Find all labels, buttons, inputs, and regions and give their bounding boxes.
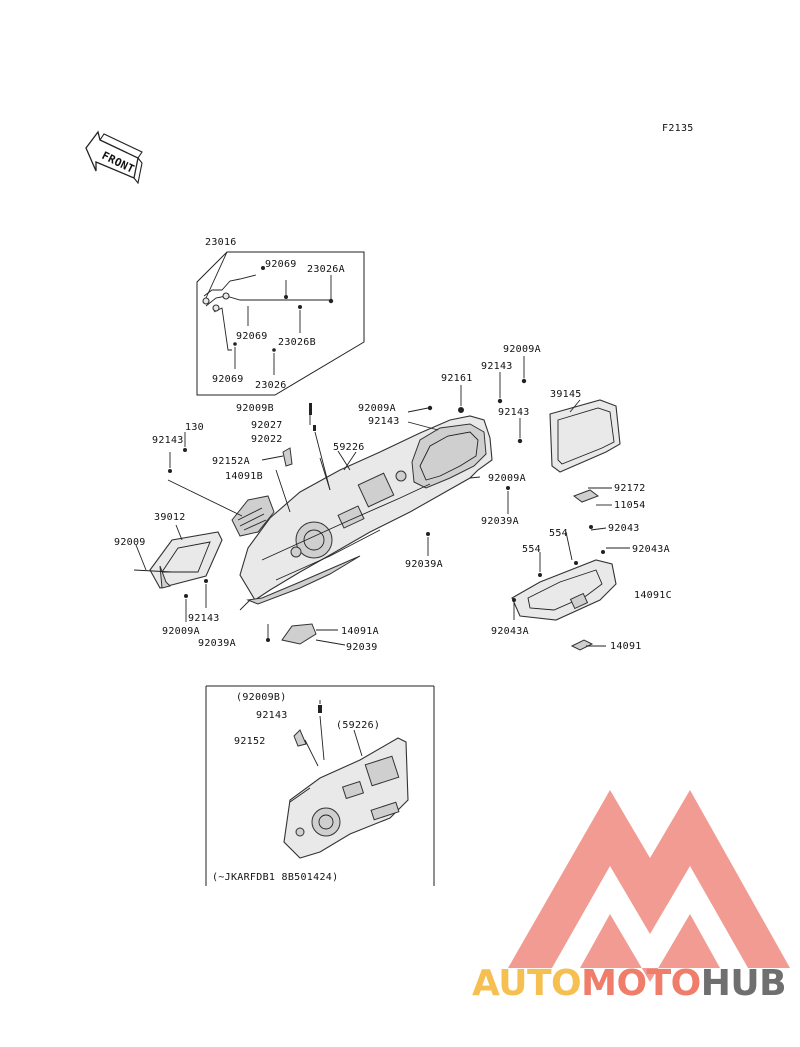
label-92143-5: 92143 [188, 613, 220, 624]
label-39012: 39012 [154, 512, 186, 523]
label-39145: 39145 [550, 389, 582, 400]
label-11054: 11054 [614, 500, 646, 511]
automotohub-logo-icon [508, 790, 790, 982]
label-92069-b: 92069 [236, 331, 268, 342]
label-92009b: 92009B [236, 403, 274, 414]
label-554-2: 554 [522, 544, 541, 555]
label-92143-4: 92143 [152, 435, 184, 446]
label-92069-a: 92069 [265, 259, 297, 270]
label-23026b: 23026B [278, 337, 316, 348]
leader-lines [133, 356, 630, 647]
label-92027: 92027 [251, 420, 283, 431]
label-92043: 92043 [608, 523, 640, 534]
label-92152a: 92152A [212, 456, 250, 467]
label-92009a-1: 92009A [503, 344, 541, 355]
front-direction-arrow-icon: FRONT [85, 130, 143, 185]
label-14091b: 14091B [225, 471, 263, 482]
glovebox-39012 [149, 531, 223, 589]
label-92009a-4: 92009A [162, 626, 200, 637]
label-92069-c: 92069 [212, 374, 244, 385]
cable-assembly-group [196, 251, 365, 396]
tray-14091c [511, 489, 617, 651]
inset-label-92152: 92152 [234, 736, 266, 747]
inset-label-92143: 92143 [256, 710, 288, 721]
glovebox-lid-39145 [549, 399, 621, 473]
label-14091: 14091 [610, 641, 642, 652]
label-554-1: 554 [549, 528, 568, 539]
label-92009a-2: 92009A [358, 403, 396, 414]
label-92143-1: 92143 [481, 361, 513, 372]
label-130: 130 [185, 422, 204, 433]
label-92143-3: 92143 [368, 416, 400, 427]
watermark-part-auto: AUTO [472, 963, 582, 1004]
serial-variant-inset [205, 685, 435, 886]
figure-code: F2135 [662, 123, 694, 134]
automotohub-watermark: AUTOMOTOHUB [472, 963, 787, 1004]
inset-serial-note: (~JKARFDB1 8B501424) [212, 872, 338, 883]
label-92143-2: 92143 [498, 407, 530, 418]
watermark-part-moto: MOTO [581, 963, 701, 1004]
label-14091c: 14091C [634, 590, 672, 601]
label-23016: 23016 [205, 237, 237, 248]
air-vent-14091b [231, 495, 275, 537]
label-92161: 92161 [441, 373, 473, 384]
inset-label-59226: (59226) [336, 720, 380, 731]
label-92039a-2: 92039A [405, 559, 443, 570]
label-92039: 92039 [346, 642, 378, 653]
instrument-panel [239, 415, 493, 605]
label-92172: 92172 [614, 483, 646, 494]
label-14091a: 14091A [341, 626, 379, 637]
label-59226: 59226 [333, 442, 365, 453]
label-23026: 23026 [255, 380, 287, 391]
label-92022: 92022 [251, 434, 283, 445]
label-92043a-2: 92043A [491, 626, 529, 637]
label-92009: 92009 [114, 537, 146, 548]
label-23026a: 23026A [307, 264, 345, 275]
watermark-part-hub: HUB [700, 963, 787, 1004]
label-92009a-3: 92009A [488, 473, 526, 484]
inset-label-92009b: (92009B) [236, 692, 287, 703]
label-92039a-3: 92039A [198, 638, 236, 649]
label-92043a-1: 92043A [632, 544, 670, 555]
label-92039a-1: 92039A [481, 516, 519, 527]
vent-14091a [281, 623, 317, 645]
fasteners [168, 378, 605, 642]
